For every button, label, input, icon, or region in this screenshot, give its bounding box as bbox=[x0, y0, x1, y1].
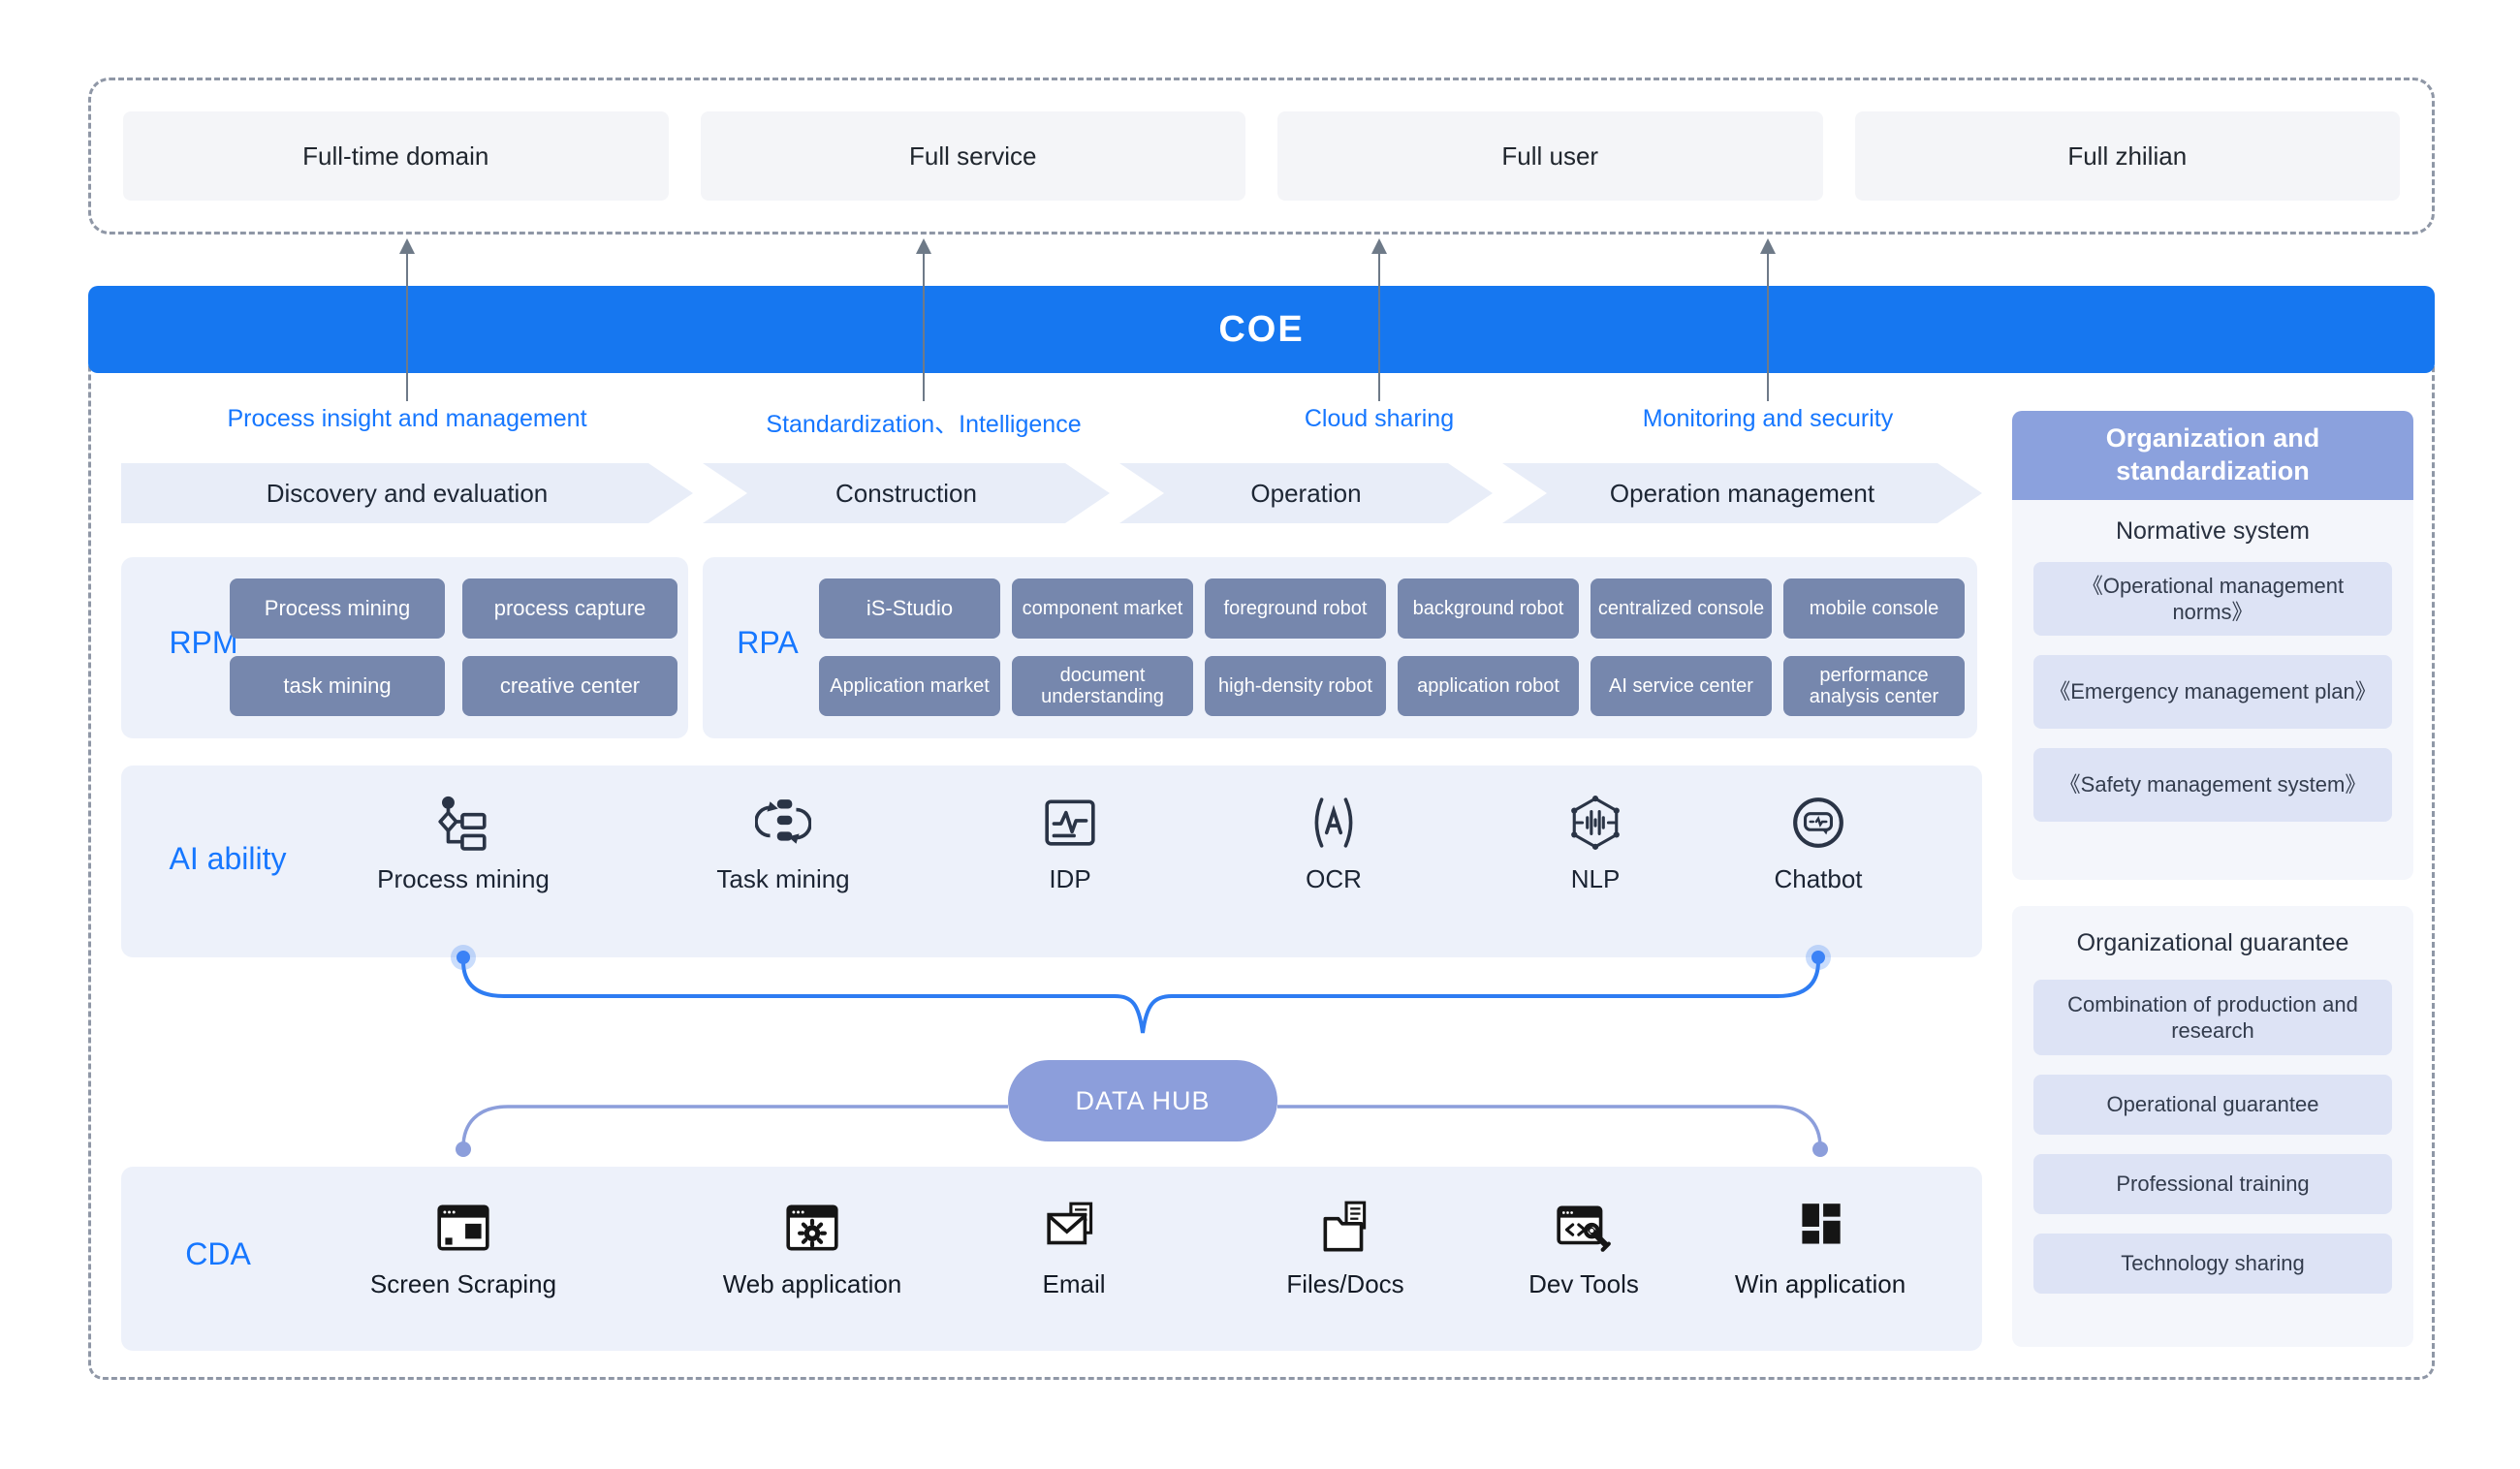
dev-tools-icon bbox=[1557, 1205, 1611, 1252]
arrowhead-icon bbox=[1371, 238, 1387, 254]
cda-item: Files/Docs bbox=[1239, 1198, 1452, 1299]
lifecycle-stage: Discovery and evaluation bbox=[121, 463, 693, 523]
cda-item: Dev Tools bbox=[1477, 1198, 1690, 1299]
ai-item: Task mining bbox=[677, 795, 890, 894]
up-arrow bbox=[399, 238, 415, 401]
sidebar-chip: 《Emergency management plan》 bbox=[2033, 655, 2392, 729]
rpm-chip: creative center bbox=[462, 656, 677, 716]
arrowhead-icon bbox=[916, 238, 931, 254]
ai-item: Process mining bbox=[357, 795, 570, 894]
ai-item-label: Process mining bbox=[377, 864, 550, 893]
rpm-label: RPM bbox=[169, 625, 238, 660]
rpa-chip: AI service center bbox=[1591, 656, 1772, 716]
rpa-panel: RPA iS-Studio component market foregroun… bbox=[703, 557, 1977, 738]
target-domain-box: Full user bbox=[1277, 111, 1823, 201]
cda-item: Email bbox=[967, 1198, 1181, 1299]
ai-item: Chatbot bbox=[1712, 795, 1925, 894]
ai-item-label: Task mining bbox=[716, 864, 850, 893]
rpa-label: RPA bbox=[737, 625, 799, 660]
rpm-panel: RPM Process mining process capture task … bbox=[121, 557, 688, 738]
coe-banner: COE bbox=[88, 286, 2435, 373]
rpa-chip: high-density robot bbox=[1205, 656, 1386, 716]
ai-item: IDP bbox=[963, 795, 1177, 894]
lifecycle-stage: Construction bbox=[703, 463, 1110, 523]
lifecycle-stage: Operation management bbox=[1502, 463, 1982, 523]
sidebar-chip: 《Operational management norms》 bbox=[2033, 562, 2392, 636]
sidebar-chip: Professional training bbox=[2033, 1154, 2392, 1214]
ai-ability-panel: AI ability Process mining bbox=[121, 766, 1982, 957]
up-arrow bbox=[1371, 238, 1387, 401]
sidebar-heading: Normative system bbox=[2115, 517, 2311, 545]
rpa-chip: document understanding bbox=[1012, 656, 1193, 716]
rpa-chip: mobile console bbox=[1783, 578, 1965, 639]
rpm-chip: Process mining bbox=[230, 578, 445, 639]
coe-capability-label: Monitoring and security bbox=[1642, 405, 1894, 432]
coe-capability-label: Process insight and management bbox=[227, 405, 587, 432]
web-application-icon bbox=[786, 1204, 838, 1251]
cda-item-label: Email bbox=[1042, 1269, 1106, 1298]
target-domain-box: Full zhilian bbox=[1854, 111, 2400, 201]
up-arrow bbox=[916, 238, 931, 401]
arrowhead-icon bbox=[399, 238, 415, 254]
cda-item-label: Dev Tools bbox=[1528, 1269, 1639, 1298]
coe-capability-label: Standardization、Intelligence bbox=[766, 411, 1082, 438]
ai-item: NLP bbox=[1489, 795, 1702, 894]
sidebar-chip: 《Safety management system》 bbox=[2033, 748, 2392, 822]
data-hub-pill: DATA HUB bbox=[1008, 1060, 1277, 1141]
ai-item-label: OCR bbox=[1306, 864, 1362, 893]
cda-item-label: Files/Docs bbox=[1286, 1269, 1404, 1298]
ai-ability-label: AI ability bbox=[169, 841, 287, 876]
rpa-chip: performance analysis center bbox=[1783, 656, 1965, 716]
cda-item: Win application bbox=[1714, 1198, 1927, 1299]
rpm-chip: process capture bbox=[462, 578, 677, 639]
email-icon bbox=[1047, 1202, 1093, 1245]
ai-item-label: IDP bbox=[1049, 864, 1091, 893]
cda-item-label: Screen Scraping bbox=[369, 1269, 557, 1298]
sidebar-header: Organization and standardization bbox=[2012, 411, 2413, 500]
ocr-icon bbox=[1314, 797, 1353, 848]
rpa-chip: Application market bbox=[819, 656, 1000, 716]
target-domains-container: Full-time domain Full service Full user … bbox=[88, 78, 2435, 234]
up-arrow bbox=[1760, 238, 1776, 401]
sidebar-bottom-panel: Organizational guarantee Combination of … bbox=[2012, 906, 2413, 1347]
files-docs-icon bbox=[1323, 1201, 1367, 1252]
lifecycle-stage: Operation bbox=[1119, 463, 1493, 523]
cda-label: CDA bbox=[185, 1236, 251, 1271]
process-mining-icon bbox=[438, 796, 487, 851]
cda-item: Web application bbox=[706, 1198, 919, 1299]
rpa-chip: application robot bbox=[1398, 656, 1579, 716]
cda-item: Screen Scraping bbox=[357, 1198, 570, 1299]
ai-item-label: Chatbot bbox=[1774, 864, 1863, 893]
screen-scraping-icon bbox=[437, 1204, 489, 1251]
task-mining-icon bbox=[755, 799, 811, 844]
sidebar-chip: Combination of production and research bbox=[2033, 980, 2392, 1055]
cda-panel: CDA Screen Scraping Web application bbox=[121, 1167, 1982, 1351]
cda-item-label: Web application bbox=[722, 1269, 902, 1298]
rpa-chip: component market bbox=[1012, 578, 1193, 639]
rpm-chip: task mining bbox=[230, 656, 445, 716]
rpa-chip: centralized console bbox=[1591, 578, 1772, 639]
sidebar-heading: Organizational guarantee bbox=[2076, 929, 2349, 956]
ai-item: OCR bbox=[1227, 795, 1440, 894]
idp-icon bbox=[1045, 799, 1095, 846]
target-domain-box: Full service bbox=[700, 111, 1245, 201]
arrowhead-icon bbox=[1760, 238, 1776, 254]
rpa-chip: background robot bbox=[1398, 578, 1579, 639]
rpa-chip: foreground robot bbox=[1205, 578, 1386, 639]
win-application-icon bbox=[1802, 1203, 1841, 1244]
rpa-chip: iS-Studio bbox=[819, 578, 1000, 639]
nlp-icon bbox=[1571, 796, 1620, 850]
chatbot-icon bbox=[1793, 797, 1843, 848]
target-domain-box: Full-time domain bbox=[123, 111, 669, 201]
sidebar-chip: Operational guarantee bbox=[2033, 1075, 2392, 1135]
cda-item-label: Win application bbox=[1734, 1269, 1906, 1298]
coe-capability-label: Cloud sharing bbox=[1304, 405, 1455, 432]
ai-item-label: NLP bbox=[1570, 864, 1621, 893]
sidebar-top-panel: Normative system 《Operational management… bbox=[2012, 500, 2413, 880]
sidebar-chip: Technology sharing bbox=[2033, 1234, 2392, 1294]
